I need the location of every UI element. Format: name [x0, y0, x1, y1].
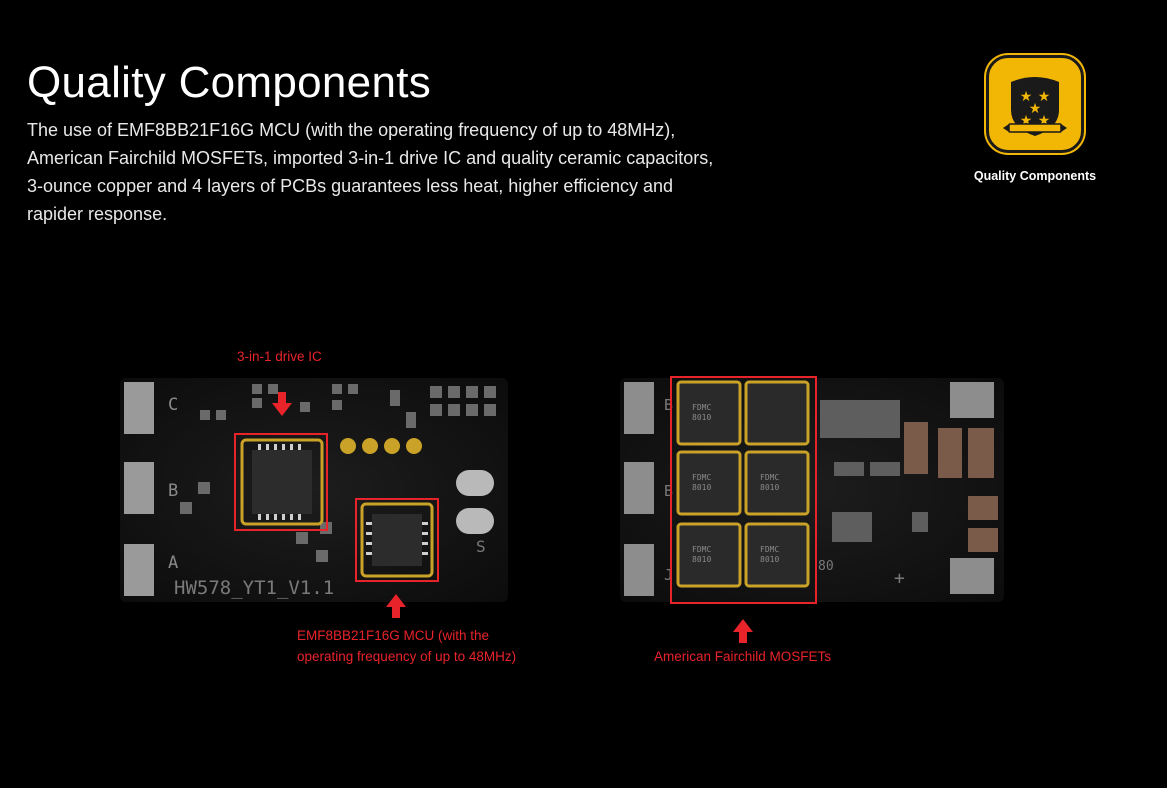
svg-text:S: S: [476, 537, 486, 556]
arrow-up-icon: [386, 594, 406, 618]
mosfets-label: American Fairchild MOSFETs: [654, 649, 832, 664]
page-description: The use of EMF8BB21F16G MCU (with the op…: [27, 120, 714, 224]
arrow-down-icon: [272, 392, 292, 416]
quality-badge: ★★ ★ ★★ Quality Components: [960, 55, 1110, 183]
svg-text:FDMC: FDMC: [692, 545, 711, 554]
arrow-up-icon: [733, 619, 753, 643]
pad-label-a: A: [168, 553, 178, 573]
shield-stars-icon: ★★ ★ ★★: [986, 55, 1084, 153]
svg-text:8010: 8010: [692, 555, 711, 564]
svg-text:★: ★: [1029, 101, 1042, 117]
silkscreen-model: HW578_YT1_V1.1: [174, 577, 334, 599]
svg-text:B: B: [664, 396, 673, 414]
svg-text:★: ★: [1020, 89, 1033, 105]
svg-text:80: 80: [818, 559, 834, 574]
drive-ic-label: 3-in-1 drive IC: [237, 349, 322, 364]
pad-label-b: B: [168, 481, 178, 501]
mcu-label-line1: EMF8BB21F16G MCU (with the: [297, 628, 490, 643]
svg-text:8010: 8010: [692, 483, 711, 492]
svg-text:+: +: [894, 568, 905, 589]
mcu-label-line2: operating frequency of up to 48MHz): [297, 649, 517, 664]
page-title: Quality Components: [27, 58, 432, 107]
badge-caption: Quality Components: [973, 169, 1097, 183]
svg-text:B: B: [664, 482, 673, 500]
svg-text:FDMC: FDMC: [692, 473, 711, 482]
svg-text:★: ★: [1038, 89, 1051, 105]
svg-text:FDMC: FDMC: [760, 545, 779, 554]
svg-text:FDMC: FDMC: [760, 473, 779, 482]
svg-text:8010: 8010: [760, 555, 779, 564]
pad-label-c: C: [168, 395, 178, 415]
svg-text:FDMC: FDMC: [692, 403, 711, 412]
svg-text:J: J: [664, 566, 673, 584]
svg-text:8010: 8010: [760, 483, 779, 492]
esc-board-top: C B A HW578_YT1_V1.1 S: [120, 378, 508, 602]
svg-text:8010: 8010: [692, 413, 711, 422]
